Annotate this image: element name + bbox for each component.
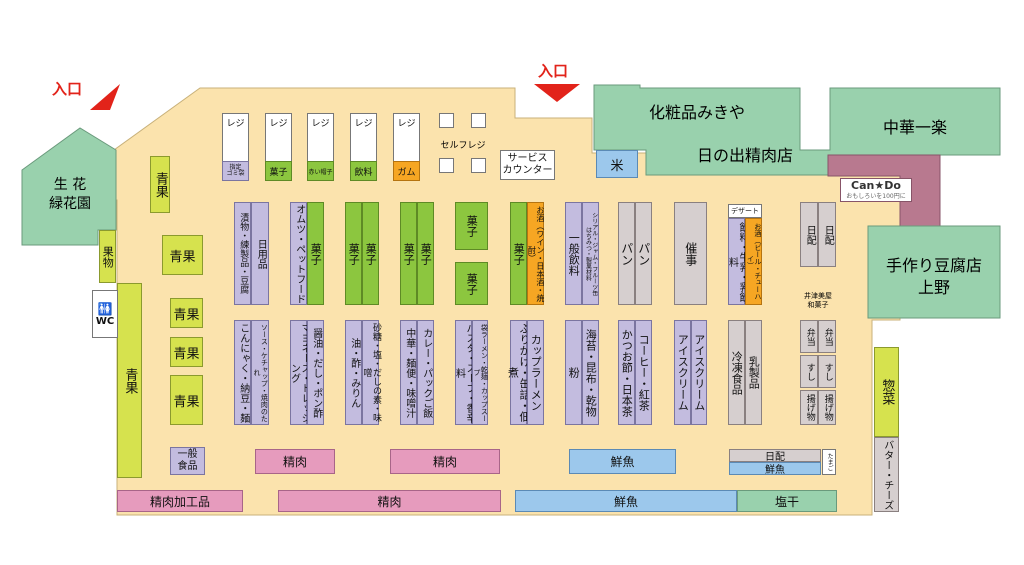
produce-wall: 青果 [117,283,142,478]
service-counter: サービス カウンター [500,150,555,180]
aisle7-bottom-left: 粉 [565,320,582,425]
sushi-right: すし [818,355,836,388]
aisle2-bottom-left: マヨネーズ・ドレッシング [289,320,310,425]
aisle3-top-left: 菓子 [345,202,362,305]
self-register-4 [471,158,486,173]
aisle4-bottom-right: カレー・パックご飯 [417,320,434,425]
produce-2: 青果 [162,235,203,275]
aisle3-top-right: 菓子 [362,202,379,305]
entrance-label-left: 入口 [52,80,83,98]
self-register-1 [439,113,454,128]
produce-1: 青果 [150,156,170,213]
tofu-store: 手作り豆腐店 上野 [885,256,982,297]
self-register-2 [471,113,486,128]
produce-5: 青果 [170,375,203,425]
aisle8-top-right: パン [635,202,652,305]
aisle8-bottom-right: コーヒー・紅茶 [635,320,652,425]
agemono-left: 揚げ物 [800,390,818,425]
fish-wall: 鮮魚 [515,490,737,512]
aisle10-top-right: お酒（ビール・チューハイ） [745,218,762,305]
aisle5-bottom-left: パスタ・スープ・香辛料 [454,320,475,425]
entrance-label-top: 入口 [538,62,569,80]
aisle1-top-left: 漬物・練製品・豆腐 [234,202,251,305]
aisle3-bottom-right: 砂糖・塩・だしの素・味噌 [362,320,381,425]
cando-store: Can★Do おもしろいを100円に [840,178,912,202]
butter-cheese-section: バター・チーズ [874,437,899,512]
aisle10-top-left: 飲料・牛乳・乳飲料 [727,218,748,305]
aisle2-bottom-right: 醤油・だし・ポン酢 [307,320,324,425]
general-food: 一般 食品 [170,447,205,475]
aisle10-bottom-right: 乳製品 [745,320,762,425]
bento-right: 弁当 [818,320,836,353]
flower-shop: 生 花 緑花園 [49,177,91,212]
aisle4-bottom-left: 中華・麺便・味噌汁 [400,320,417,425]
agemono-right: 揚げ物 [818,390,836,425]
meat-counter-1: 精肉 [255,449,335,474]
aisle7-bottom-right: 海苔・昆布・乾物 [582,320,599,425]
register-3: レジ 赤い帽子 [307,113,334,181]
bento-left: 弁当 [800,320,818,353]
fish-counter-2: 鮮魚 [729,462,821,476]
egg-section: たまご [822,449,836,475]
aisle5-top-1: 菓子 [455,202,488,250]
meat-counter-2: 精肉 [390,449,500,474]
nichihai-bottom: 日配 [729,449,821,463]
produce-4: 青果 [170,337,203,367]
meat-wall: 精肉 [278,490,501,512]
register-4: レジ 飲料 [350,113,377,181]
restroom-icon: 🚻 [97,301,113,316]
self-register-label: セルフレジ [440,141,486,151]
entrance-arrow-left-icon [90,84,120,110]
aisle1-bottom-right: ソース・ケチャップ・焼肉のたれ [251,320,269,425]
entrance-arrow-down-icon [534,84,580,102]
aisle4-top-left: 菓子 [400,202,417,305]
sushi-left: すし [800,355,818,388]
cosmetics-store: 化粧品みきや [648,103,745,122]
aisle1-top-right: 日用品 [251,202,269,305]
nichihai-left: 日配 [800,202,818,267]
fruit-section: 果物 [99,230,116,283]
toilet: 🚻 WC [92,290,118,338]
aisle1-bottom-left: こんにゃく・納豆・麺 [234,320,251,425]
nichihai-right: 日配 [818,202,836,267]
wagashi-label: 井津美屋 和菓子 [804,292,832,310]
dried-fish-wall: 塩干 [737,490,837,512]
register-1: レジ 指定 ゴミ袋 [222,113,249,181]
aisle9-top: 催事 [674,202,707,305]
aisle2-top-right: 菓子 [307,202,324,305]
aisle5-top-2: 菓子 [455,262,488,305]
aisle6-bottom-left: ふりかけ・缶詰・佃煮 [507,320,531,425]
aisle3-bottom-left: 油・酢・みりん [345,320,362,425]
fish-counter-1: 鮮魚 [569,449,676,474]
register-5: レジ ガム [393,113,420,181]
meat-store: 日の出精肉店 [696,146,793,165]
processed-meat-wall: 精肉加工品 [117,490,243,512]
dessert-label: デザート [728,204,762,218]
aisle6-top-right: お酒（ワイン・日本酒・焼酎） [527,202,545,305]
aisle4-top-right: 菓子 [417,202,434,305]
aisle5-bottom-right: 袋ラーメン・乾麺・カップスープ [472,320,488,425]
aisle6-bottom-right: カップラーメン [527,320,544,425]
sozai-section: 惣菜 [874,347,899,437]
aisle7-top-left: 一般飲料 [565,202,582,305]
aisle6-top-left: 菓子 [510,202,527,305]
produce-3: 青果 [170,298,203,328]
register-2: レジ 菓子 [265,113,292,181]
aisle2-top-left: オムツ・ペットフード [290,202,307,305]
aisle9-bottom-right: アイスクリーム [691,320,707,425]
aisle8-bottom-left: かつお節・日本茶 [618,320,635,425]
aisle10-bottom-left: 冷凍食品 [728,320,745,425]
aisle8-top-left: パン [618,202,635,305]
aisle7-top-right: シリアル・ジャム・フルーツ缶 はちみつ・製菓材料 [582,202,599,305]
self-register-3 [439,158,454,173]
rice-section: 米 [596,150,638,178]
aisle9-bottom-left: アイスクリーム [674,320,691,425]
chinese-restaurant: 中華一楽 [882,118,947,137]
